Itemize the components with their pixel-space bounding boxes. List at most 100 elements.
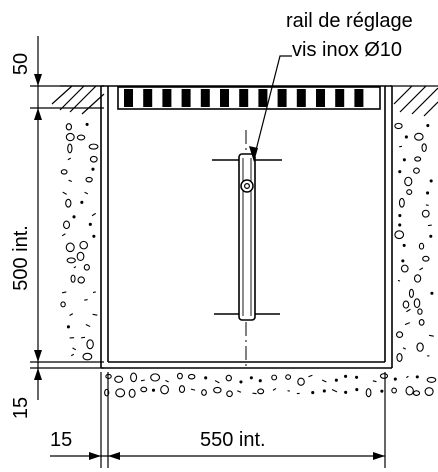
gravel-stone [130, 372, 138, 383]
gravel-stone [271, 374, 278, 381]
gravel-grain [311, 391, 315, 395]
gravel-grain [426, 191, 430, 195]
gravel-chip [331, 388, 338, 393]
horizontal-dimension [50, 372, 386, 468]
gravel-stone [67, 143, 73, 154]
gravel-stone [77, 276, 85, 284]
gravel-chip [402, 347, 407, 350]
gravel-chip [237, 390, 242, 393]
adjustment-rail [238, 153, 256, 321]
gravel-grain [344, 390, 348, 394]
gravel-stone [424, 387, 434, 397]
gravel-chip [428, 334, 434, 337]
grating-bar [181, 89, 191, 107]
gravel-stone [297, 377, 305, 386]
gravel-grain [402, 243, 406, 247]
gravel-stone [60, 301, 66, 308]
gravel-stone [365, 388, 372, 398]
gravel-grain [355, 375, 359, 379]
gravel-chip [73, 266, 77, 269]
gravel-stone [213, 386, 222, 394]
vertical-dimension-arrows [34, 74, 42, 380]
gravel-chip [165, 379, 169, 383]
grating-bars [124, 89, 364, 107]
gravel-chip [62, 191, 67, 195]
screw-label: vis inox Ø10 [292, 39, 402, 61]
gravel-stone [405, 386, 414, 396]
gravel-chip [406, 375, 409, 379]
gravel-stone [414, 132, 424, 141]
dim-wall-thickness: 15 [50, 429, 72, 451]
gravel-stone [82, 352, 93, 361]
gravel-grain [85, 122, 89, 126]
gravel-stone [418, 242, 425, 250]
gravel-stone [201, 389, 207, 396]
gravel-stone [413, 298, 421, 309]
leader-arrowhead [249, 146, 258, 162]
screw-icon [240, 179, 254, 193]
gravel-stone [421, 209, 430, 218]
gravel-grain [355, 388, 359, 392]
gravel-grain [402, 158, 406, 162]
gravel-grain [72, 215, 76, 219]
gravel-chip [427, 224, 432, 227]
gravel-stone [128, 388, 136, 398]
gravel-stone [379, 373, 389, 379]
grating-bar [143, 89, 153, 107]
gravel-chip [404, 322, 410, 326]
gravel-chip [62, 291, 67, 294]
gravel-grain [344, 374, 348, 378]
gravel-chip [92, 291, 96, 294]
gravel-grain [415, 375, 419, 379]
gravel-stone [115, 388, 126, 398]
gravel-chip [80, 336, 86, 339]
gravel-stone [418, 319, 425, 326]
gravel-stone [65, 198, 72, 208]
gravel-stone [408, 288, 415, 299]
gravel-stone [65, 132, 75, 142]
gravel-stone [60, 169, 68, 175]
gravel-stone [422, 255, 430, 262]
gravel-stone [160, 384, 169, 395]
gravel-stone [176, 372, 183, 380]
gravel-stone [83, 264, 90, 271]
gravel-stone [394, 122, 403, 130]
soil-hatching-left [51, 85, 105, 115]
horizontal-dimension-arrows [89, 452, 385, 460]
gravel-stone [285, 374, 292, 380]
grating-bar [316, 89, 325, 107]
gravel-chip [91, 212, 97, 217]
gravel-grain [334, 378, 338, 382]
gravel-chip [61, 233, 66, 237]
gravel-stone [400, 264, 409, 273]
gravel-grain [92, 234, 96, 238]
gravel-grain [322, 389, 326, 393]
dim-depth-int: 500 int. [10, 225, 32, 291]
grating-bar [296, 89, 306, 107]
gravel-stone [66, 257, 76, 264]
gravel-chip [308, 374, 313, 378]
gravel-chip [68, 179, 73, 182]
gravel-grain [429, 234, 433, 238]
dim-width-int: 550 int. [200, 429, 266, 451]
gravel-chip [84, 191, 89, 195]
gravel-grain [401, 259, 405, 263]
gravel-chip [84, 298, 88, 301]
vertical-dimension-chain [30, 36, 104, 400]
gravel-grain [429, 179, 433, 183]
gravel-grain [393, 377, 397, 381]
gravel-chip [214, 380, 220, 384]
gravel-texture [60, 122, 437, 398]
gravel-stone [62, 220, 71, 230]
gravel-grain [249, 376, 253, 380]
gravel-stone [86, 339, 94, 350]
gravel-stone [226, 390, 233, 398]
gravel-stone [396, 352, 403, 362]
grating-bar [162, 89, 172, 107]
gravel-stone [413, 167, 420, 174]
dim-bottom-thickness: 15 [10, 397, 32, 419]
gravel-grain [88, 222, 92, 226]
gravel-chip [69, 313, 74, 317]
gravel-grain [398, 170, 402, 174]
gravel-chip [85, 323, 91, 328]
